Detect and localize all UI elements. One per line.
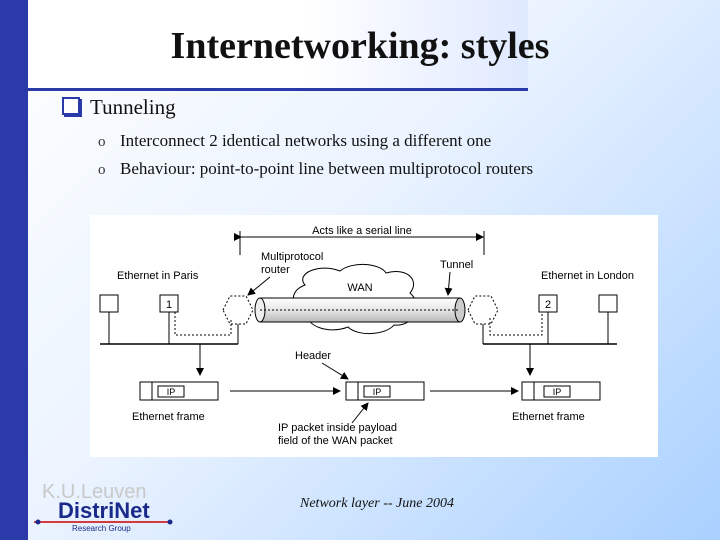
- frame-left: IP: [139, 381, 219, 401]
- multiprotocol-label-2: router: [261, 264, 290, 276]
- title-band: [28, 0, 528, 90]
- host-london-1: [598, 294, 618, 313]
- subbullet-1: o Interconnect 2 identical networks using…: [98, 131, 491, 151]
- title-rule: [28, 88, 528, 91]
- checkbox-bullet-icon: [62, 97, 80, 115]
- slide-title: Internetworking: styles: [170, 25, 550, 67]
- distrinet-wordmark: DistriNet: [58, 498, 150, 523]
- ip-packet-label-2: field of the WAN packet: [278, 435, 393, 447]
- distrinet-logo: K.U.Leuven DistriNet Research Group: [30, 478, 180, 534]
- router-left-number: 1: [166, 299, 172, 311]
- ethernet-london-label: Ethernet in London: [541, 270, 634, 282]
- ip-packet-label-1: IP packet inside payload: [278, 422, 397, 434]
- subbullet-2: o Behaviour: point-to-point line between …: [98, 159, 533, 179]
- router-left: [222, 295, 254, 325]
- left-accent-bar: [0, 0, 28, 540]
- bullet-label: Tunneling: [90, 95, 176, 119]
- subbullet-text: Behaviour: point-to-point line between m…: [120, 159, 534, 178]
- frame-right: IP: [521, 381, 601, 401]
- circle-bullet-icon: o: [98, 134, 106, 150]
- ip-label-left: IP: [167, 387, 176, 397]
- router-right: [467, 295, 499, 325]
- ethernet-frame-right-label: Ethernet frame: [512, 411, 585, 423]
- frame-middle: IP: [345, 381, 425, 401]
- tunnel-label: Tunnel: [440, 259, 473, 271]
- kuleuven-watermark: K.U.Leuven: [42, 481, 147, 503]
- subbullet-text: Interconnect 2 identical networks using …: [120, 131, 492, 150]
- footer-text: Network layer -- June 2004: [300, 496, 454, 511]
- header-label: Header: [295, 350, 331, 362]
- tunneling-diagram: Acts like a serial line Multiprotocol ro…: [90, 215, 658, 457]
- research-group-label: Research Group: [72, 524, 131, 533]
- multiprotocol-label-1: Multiprotocol: [261, 251, 323, 263]
- router-right-number: 2: [545, 299, 551, 311]
- ethernet-paris-label: Ethernet in Paris: [117, 270, 199, 282]
- circle-bullet-icon: o: [98, 162, 106, 178]
- wan-label: WAN: [347, 282, 372, 294]
- bullet-tunneling: Tunneling: [62, 95, 176, 120]
- ethernet-frame-left-label: Ethernet frame: [132, 411, 205, 423]
- ip-label-right: IP: [553, 387, 562, 397]
- ip-label-middle: IP: [373, 387, 382, 397]
- host-paris-1: [99, 294, 119, 313]
- acts-like-label: Acts like a serial line: [312, 225, 412, 237]
